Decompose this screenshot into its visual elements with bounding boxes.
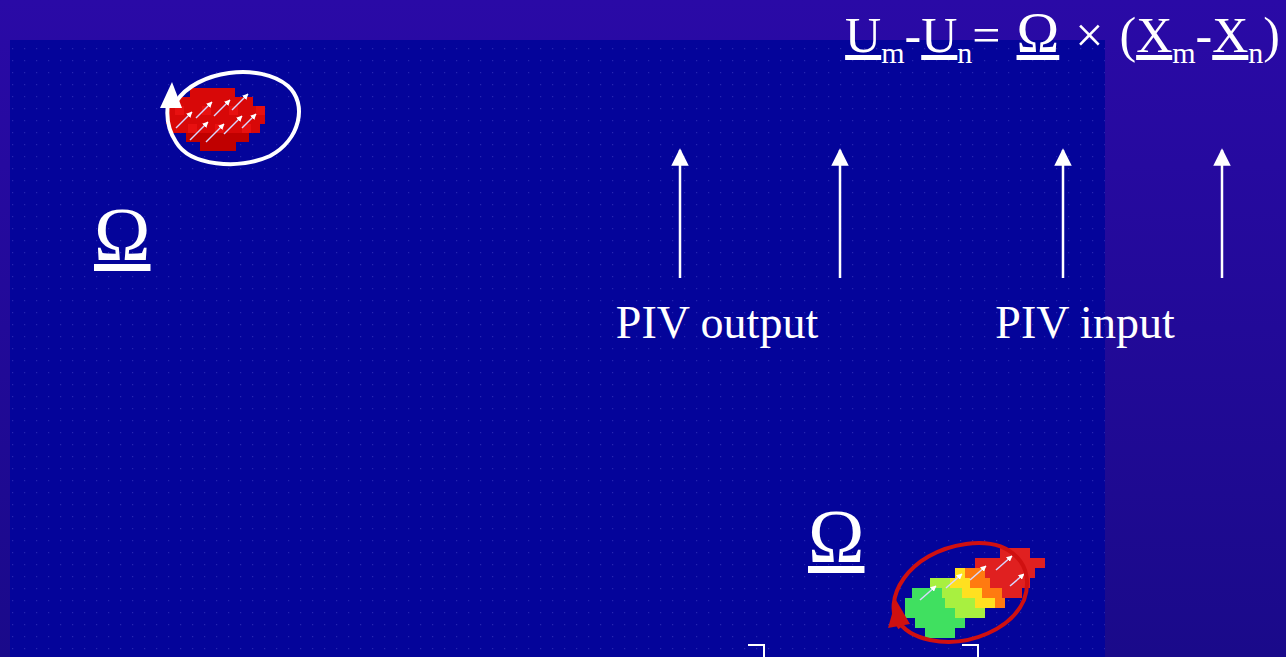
equation-term: U [921, 7, 957, 63]
velocity-vectors [176, 94, 1024, 600]
vector-symbol: Ω [808, 498, 864, 574]
subscript: m [1172, 36, 1195, 69]
rotation-loop [894, 543, 1027, 642]
subscript: n [957, 36, 972, 69]
equation-term: U [845, 7, 881, 63]
equation-term: X [1136, 7, 1172, 63]
rotation-arrowhead [888, 600, 910, 628]
equation-term: - [905, 7, 922, 63]
plot-panel [10, 40, 1105, 657]
equation-term: × [1075, 7, 1103, 63]
rotation-loop [167, 72, 299, 164]
equation-term: ( [1119, 7, 1136, 63]
rotation-arrowhead [160, 82, 182, 108]
subscript: n [1248, 36, 1263, 69]
equation-term: ) [1263, 7, 1280, 63]
vector-symbol: Ω [94, 196, 150, 272]
equation-term: X [1212, 7, 1248, 63]
equation: Um-Un=Ω×(Xm-Xn) [845, 4, 1280, 68]
equation-term: Ω [1017, 1, 1060, 64]
subscript: m [881, 36, 904, 69]
bracket-marks [748, 645, 978, 657]
equation-term: - [1196, 7, 1213, 63]
pointer-arrows [680, 150, 1222, 278]
equation-term: = [972, 7, 1000, 63]
annotation: PIV input [995, 300, 1174, 346]
annotation: PIV output [616, 300, 818, 346]
grid-dots [10, 40, 1105, 657]
